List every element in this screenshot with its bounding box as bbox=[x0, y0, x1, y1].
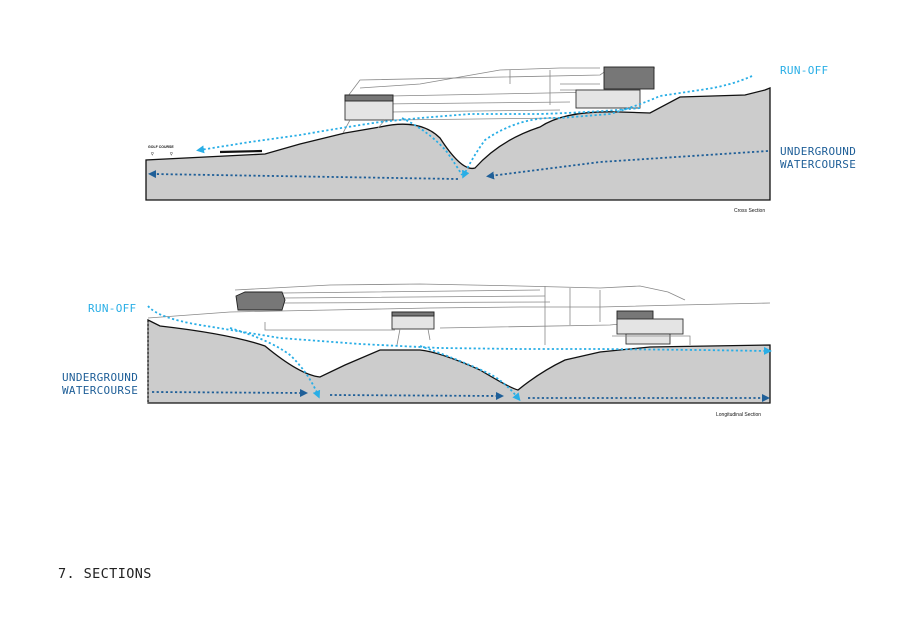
longitudinal-section-caption: Longitudinal Section bbox=[716, 412, 761, 418]
cross-underground-flow-west bbox=[148, 170, 459, 180]
longitudinal-section-building bbox=[147, 283, 771, 346]
long-runoff-flow-surface bbox=[147, 305, 772, 355]
cross-section: GOLF COURSE ▽ ▽ RUN-OFF UNDERGROUND WATE… bbox=[145, 64, 856, 214]
cross-runoff-flow-valley bbox=[401, 117, 463, 176]
cross-underground-label: UNDERGROUND bbox=[780, 145, 856, 158]
golf-course-marker: GOLF COURSE ▽ ▽ bbox=[148, 145, 174, 156]
golf-course-label: GOLF COURSE bbox=[148, 145, 174, 149]
level-marker-icon: ▽ bbox=[169, 152, 174, 156]
long-watercourse-label: WATERCOURSE bbox=[62, 384, 138, 397]
cross-runoff-flow-west bbox=[462, 75, 753, 179]
long-runoff-flow-valley2 bbox=[419, 345, 521, 402]
cross-section-terrain bbox=[145, 87, 771, 201]
level-marker-icon: ▽ bbox=[150, 152, 155, 156]
long-underground-flow-2 bbox=[329, 391, 504, 400]
long-underground-label: UNDERGROUND bbox=[62, 371, 138, 384]
cross-runoff-label: RUN-OFF bbox=[780, 64, 828, 77]
cross-underground-flow-east bbox=[486, 150, 769, 180]
cross-watercourse-label: WATERCOURSE bbox=[780, 158, 856, 171]
long-runoff-label: RUN-OFF bbox=[88, 302, 136, 315]
page-title: 7. SECTIONS bbox=[58, 566, 152, 582]
longitudinal-section: RUN-OFF UNDERGROUND WATERCOURSE Longitud… bbox=[62, 283, 772, 418]
cross-section-caption: Cross Section bbox=[734, 208, 765, 214]
cross-section-building bbox=[219, 66, 655, 154]
long-runoff-flow-valley1 bbox=[229, 327, 321, 399]
